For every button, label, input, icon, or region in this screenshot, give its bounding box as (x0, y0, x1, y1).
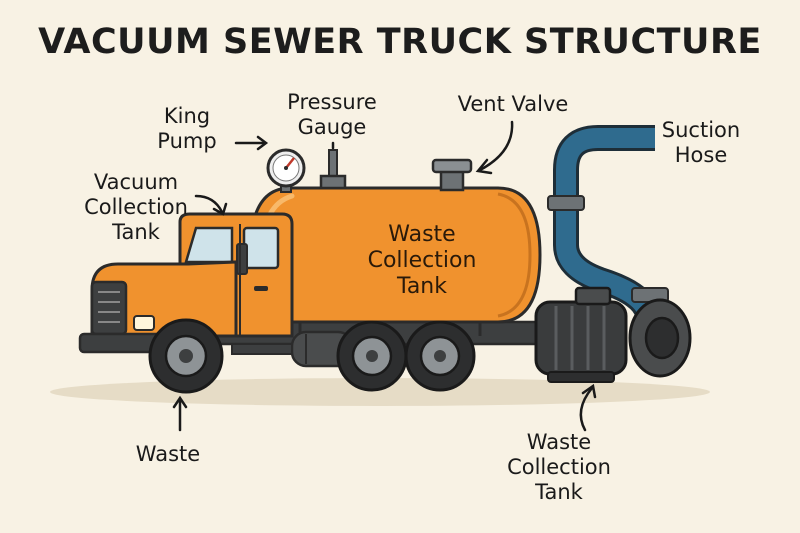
label-vent-valve: Vent Valve (448, 92, 578, 117)
label-line: Tank (112, 220, 160, 244)
label-line: Collection (367, 248, 477, 273)
diagram-title: VACUUM SEWER TRUCK STRUCTURE (38, 22, 762, 62)
label-line: Collection (507, 455, 611, 479)
label-line: Pump (157, 129, 217, 153)
truck-hood (90, 260, 238, 338)
label-waste-collection-tank-pump: Waste Collection Tank (498, 430, 620, 505)
label-line: Tank (397, 274, 447, 299)
rear-wheel-2 (404, 320, 476, 392)
label-line: Waste (526, 430, 592, 454)
label-line: King (163, 104, 211, 128)
label-line: Vent Valve (457, 92, 569, 116)
callout-arrows (172, 120, 597, 432)
vacuum-tank-arrow (194, 194, 224, 214)
label-waste: Waste (120, 442, 216, 467)
pressure-gauge-pipe (319, 149, 347, 190)
vent-valve-arrow (478, 120, 514, 172)
label-pressure-gauge: Pressure Gauge (272, 90, 392, 140)
vacuum-pump (534, 286, 692, 383)
suction-hose (547, 125, 669, 319)
ground-shadow (50, 378, 710, 406)
label-vacuum-collection-tank: Vacuum Collection Tank (68, 170, 204, 245)
label-line: Hose (674, 143, 728, 167)
label-line: Waste (388, 222, 456, 247)
label-line: Suction (661, 118, 741, 142)
label-line: Waste (135, 442, 201, 466)
label-waste-collection-tank-body: Waste Collection Tank (360, 222, 484, 300)
label-line: Gauge (297, 115, 367, 139)
rear-wheel-1 (336, 320, 408, 392)
label-line: Vacuum (93, 170, 179, 194)
label-line: Collection (84, 195, 188, 219)
pump-tank-arrow (579, 386, 594, 432)
step-bar (231, 343, 293, 355)
king-pump-gauge (266, 148, 306, 193)
label-line: Tank (535, 480, 583, 504)
label-line: Pressure (287, 90, 377, 114)
label-suction-hose: Suction Hose (650, 118, 752, 168)
vent-valve (431, 158, 473, 192)
front-wheel (148, 318, 224, 394)
label-king-pump: King Pump (150, 104, 224, 154)
